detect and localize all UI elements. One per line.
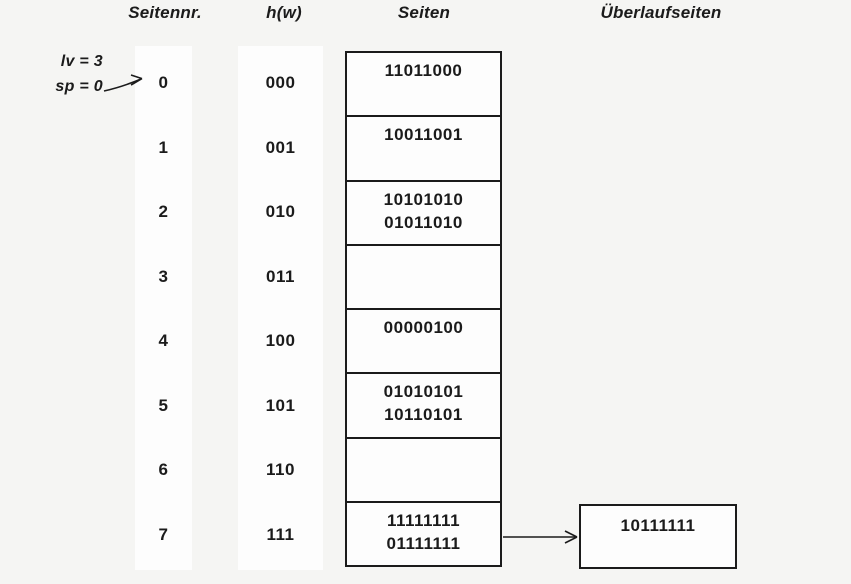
hash-column-background: [238, 46, 323, 570]
page-number-column-background: [135, 46, 192, 570]
hash-value: 001: [265, 137, 296, 157]
page-number: 6: [158, 460, 169, 480]
bucket-cell-2: 10101010 01011010: [347, 179, 500, 244]
bucket-entry: 10110101: [384, 405, 463, 425]
overflow-entry: 10111111: [620, 516, 696, 535]
hash-value: 110: [266, 460, 295, 480]
split-pointer-value: sp = 0: [55, 78, 103, 95]
hash-value: 010: [265, 202, 296, 222]
page-number: 5: [158, 395, 169, 415]
header-hash-function: h(w): [266, 3, 302, 22]
hash-value: 101: [265, 395, 296, 415]
overflow-arrow-icon: [503, 530, 578, 544]
annotation-arrow-icon: [103, 74, 143, 92]
page-number: 7: [158, 524, 169, 544]
bucket-entry: 10011001: [384, 125, 463, 145]
bucket-entry: 01111111: [386, 533, 461, 553]
header-seitennr: Seitennr.: [128, 3, 202, 22]
hash-value: 100: [265, 331, 296, 351]
hash-value-column: 000 001 010 011 100 101 110 111: [238, 51, 323, 567]
state-annotation: lv = 3 sp = 0: [25, 49, 103, 99]
overflow-page-box: 10111111: [579, 504, 737, 569]
bucket-entry: 01011010: [384, 212, 463, 232]
page-number: 4: [158, 331, 169, 351]
bucket-cell-4: 00000100: [347, 308, 500, 372]
page-number: 1: [158, 137, 169, 157]
bucket-cell-0: 11011000: [347, 53, 500, 115]
hash-value: 011: [266, 266, 295, 286]
pages-table: 11011000 10011001 10101010 01011010 0000…: [345, 51, 502, 567]
bucket-cell-5: 01010101 10110101: [347, 372, 500, 436]
bucket-cell-1: 10011001: [347, 115, 500, 179]
bucket-cell-6: [347, 436, 500, 501]
header-ueberlaufseiten: Überlaufseiten: [600, 3, 722, 22]
level-value: lv = 3: [60, 53, 103, 70]
bucket-entry: 11011000: [384, 61, 463, 80]
bucket-entry: 10101010: [383, 189, 464, 209]
bucket-entry: 11111111: [386, 510, 461, 530]
hash-value: 000: [265, 73, 296, 93]
page-number-column: 0 1 2 3 4 5 6 7: [135, 51, 192, 567]
page-number: 2: [158, 202, 169, 222]
header-seiten: Seiten: [397, 3, 451, 22]
bucket-cell-3: [347, 243, 500, 308]
bucket-cell-7: 11111111 01111111: [347, 500, 500, 565]
bucket-entry: 01010101: [383, 382, 464, 402]
page-number: 0: [158, 73, 169, 93]
page-number: 3: [158, 266, 169, 286]
hash-value: 111: [266, 524, 295, 544]
bucket-entry: 00000100: [383, 318, 464, 337]
